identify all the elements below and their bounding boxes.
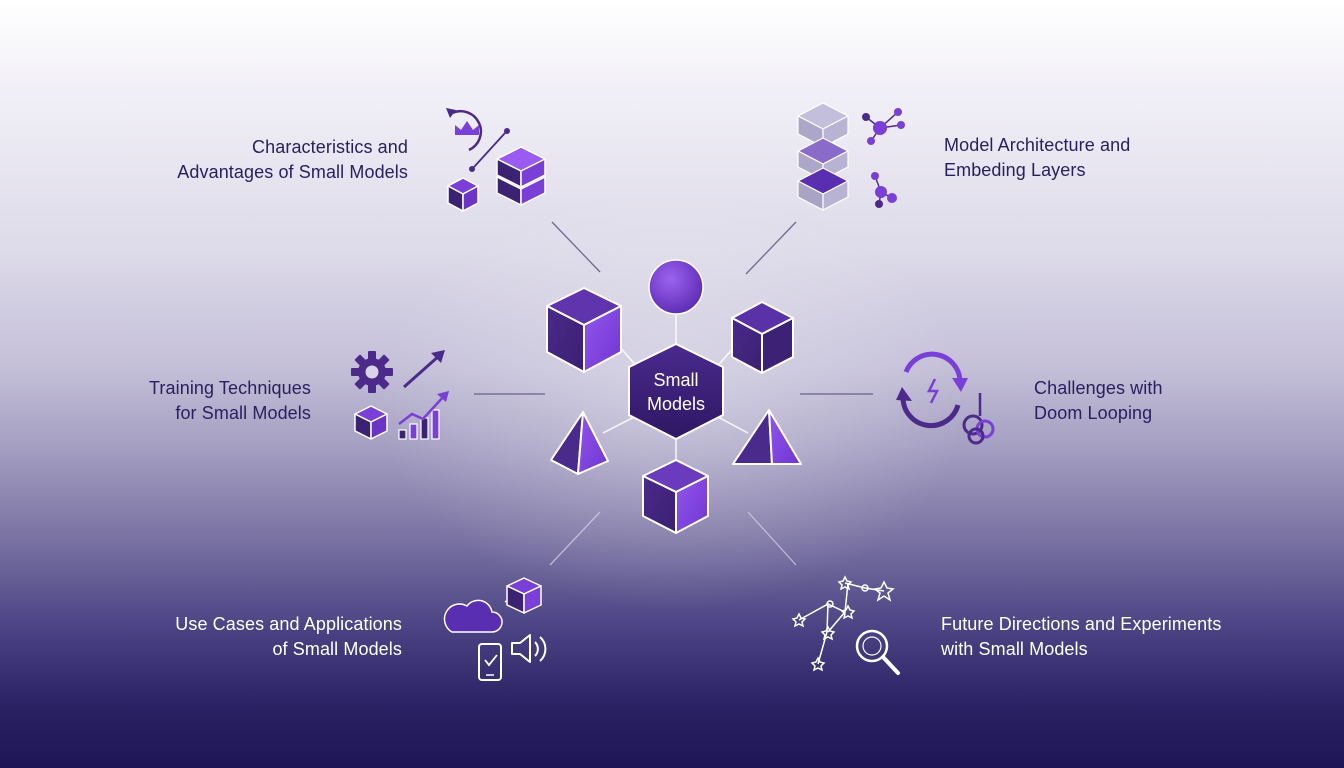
topic-use-cases-label: Use Cases and Applications of Small Mode…: [175, 612, 402, 662]
topic-future-label: Future Directions and Experiments with S…: [941, 612, 1221, 662]
cube-node-left: [546, 287, 622, 373]
layer-stack-network-icon: [797, 102, 905, 211]
connector-top-right: [745, 221, 797, 275]
topic-characteristics-line2: Advantages of Small Models: [177, 162, 408, 182]
topic-use-cases-line2: of Small Models: [272, 639, 402, 659]
topic-characteristics-line1: Characteristics and: [252, 137, 408, 157]
center-title-line2: Models: [647, 394, 705, 414]
pyramid-node-right: [732, 409, 802, 465]
connector-bottom-right: [747, 511, 797, 566]
topic-doom-looping-label: Challenges with Doom Looping: [1034, 376, 1163, 426]
crown-cycle-cubes-icon: [446, 108, 546, 212]
topic-future-line2: with Small Models: [941, 639, 1088, 659]
cube-node-right: [731, 301, 794, 374]
constellation-magnifier-icon: [791, 575, 900, 675]
topic-architecture-line2: Embeding Layers: [944, 160, 1086, 180]
pyramid-node-left: [550, 411, 609, 475]
topic-doom-looping-line2: Doom Looping: [1034, 403, 1153, 423]
center-title-line1: Small: [653, 370, 698, 390]
sphere-node: [648, 259, 704, 315]
topic-future-line1: Future Directions and Experiments: [941, 614, 1222, 634]
gear-growth-chart-icon: [351, 350, 449, 440]
topic-doom-looping-line1: Challenges with: [1034, 378, 1163, 398]
connector-bottom-left: [549, 511, 601, 566]
loop-knot-icon: [896, 351, 995, 445]
topic-use-cases-line1: Use Cases and Applications: [175, 614, 402, 634]
topic-training-line1: Training Techniques: [148, 378, 311, 398]
topic-training-label: Training Techniques for Small Models: [149, 376, 311, 426]
connector-top-left: [551, 221, 601, 273]
topic-characteristics-label: Characteristics and Advantages of Small …: [177, 135, 408, 185]
cube-node-bottom: [642, 459, 709, 534]
cloud-device-speaker-icon: [443, 577, 547, 681]
topic-architecture-line1: Model Architecture and: [944, 135, 1131, 155]
center-hexagon: Small Models: [628, 342, 724, 441]
topic-architecture-label: Model Architecture and Embeding Layers: [944, 133, 1130, 183]
topic-training-line2: for Small Models: [175, 403, 311, 423]
connector-lines: [474, 221, 873, 566]
